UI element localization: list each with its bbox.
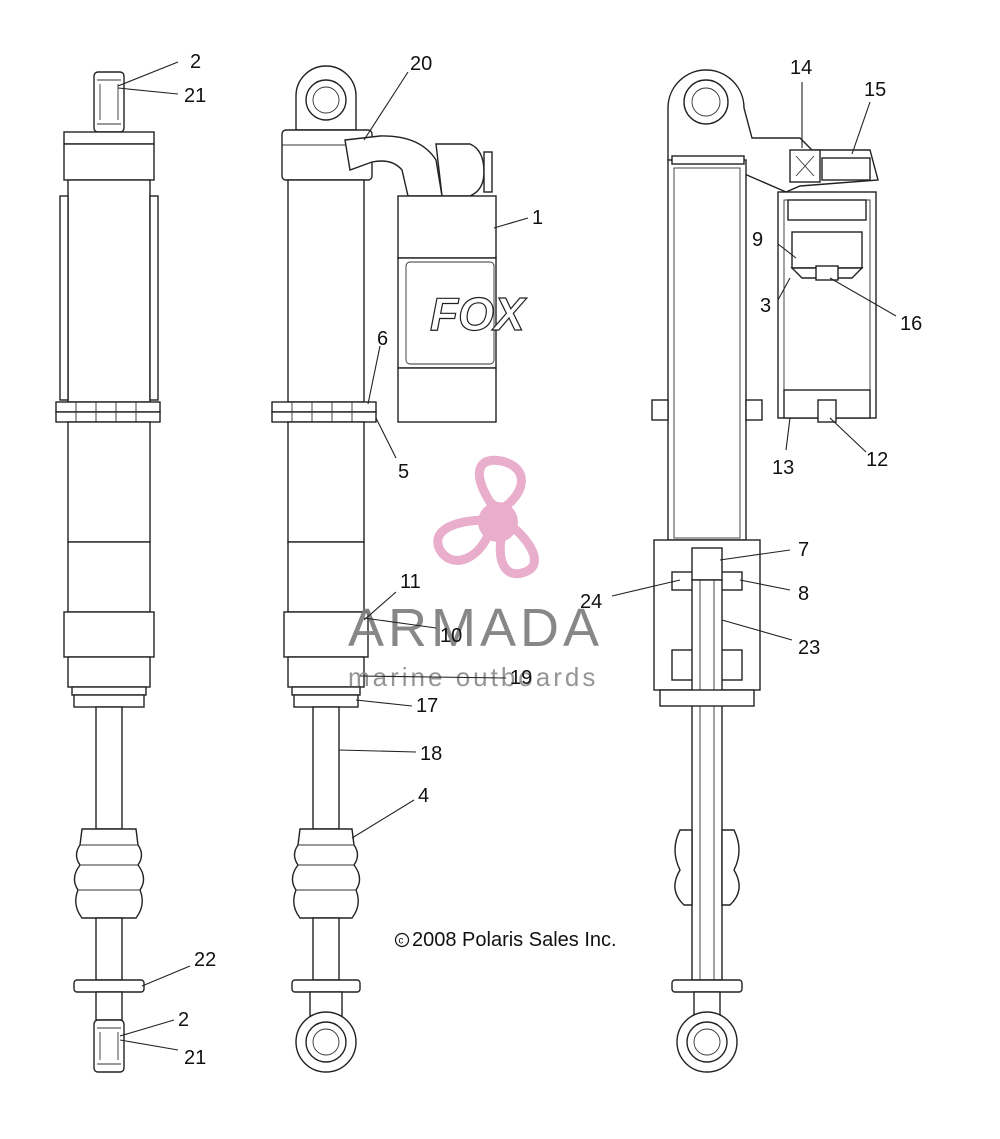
callout-9: 9 bbox=[752, 229, 763, 251]
callout-18: 18 bbox=[420, 743, 442, 765]
callout-21-bottom: 21 bbox=[184, 1047, 206, 1069]
leader-lines bbox=[117, 61, 897, 1051]
middle-shock-view: FOX bbox=[271, 65, 527, 1073]
copyright-notice: c 2008 Polaris Sales Inc. bbox=[394, 929, 617, 951]
callout-3: 3 bbox=[760, 295, 771, 317]
callout-15: 15 bbox=[864, 79, 886, 101]
copyright-symbol-letter: c bbox=[399, 936, 404, 947]
callout-21-top: 21 bbox=[184, 85, 206, 107]
callout-17: 17 bbox=[416, 695, 438, 717]
callout-23: 23 bbox=[798, 637, 820, 659]
watermark-tagline: marine outboards bbox=[348, 662, 598, 692]
callout-1: 1 bbox=[532, 207, 543, 229]
cutaway-shock-view bbox=[651, 69, 879, 1073]
callout-14: 14 bbox=[790, 57, 812, 79]
callout-22: 22 bbox=[194, 949, 216, 971]
callout-12: 12 bbox=[866, 449, 888, 471]
callout-11: 11 bbox=[400, 571, 421, 593]
callout-7: 7 bbox=[798, 539, 809, 561]
callout-labels: 2 21 20 1 6 5 11 10 19 17 18 4 22 2 21 1… bbox=[178, 51, 922, 1069]
callout-6: 6 bbox=[377, 328, 388, 350]
callout-2-bottom: 2 bbox=[178, 1009, 189, 1031]
callout-8: 8 bbox=[798, 583, 809, 605]
propeller-logo bbox=[433, 455, 539, 579]
reservoir-logo: FOX bbox=[430, 288, 527, 340]
callout-20: 20 bbox=[410, 53, 432, 75]
callout-13: 13 bbox=[772, 457, 794, 479]
copyright-circle-icon bbox=[394, 932, 410, 948]
callout-4: 4 bbox=[418, 785, 429, 807]
callout-16: 16 bbox=[900, 313, 922, 335]
copyright-text: 2008 Polaris Sales Inc. bbox=[412, 929, 617, 951]
watermark-brand: ARMADA bbox=[348, 598, 603, 658]
callout-24: 24 bbox=[580, 591, 602, 613]
callout-2-top: 2 bbox=[190, 51, 201, 73]
callout-19: 19 bbox=[510, 667, 532, 689]
callout-10: 10 bbox=[440, 625, 462, 647]
left-shock-view bbox=[55, 71, 161, 1073]
armada-watermark: ARMADA marine outboards bbox=[348, 455, 603, 692]
callout-5: 5 bbox=[398, 461, 409, 483]
